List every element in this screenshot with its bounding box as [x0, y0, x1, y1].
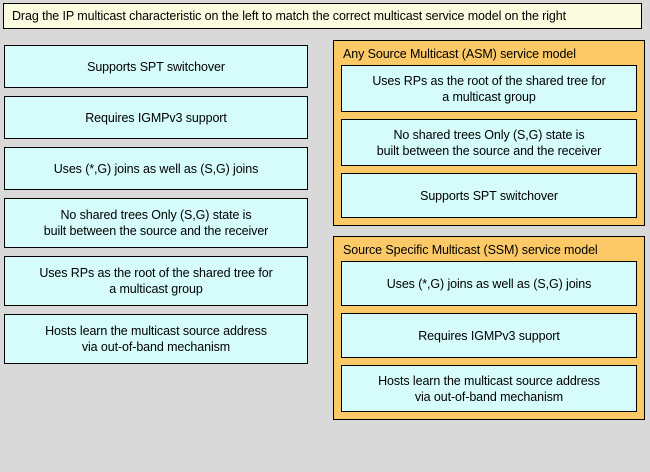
- item-line-1: No shared trees Only (S,G) state is: [60, 208, 252, 222]
- item-line-2: a multicast group: [109, 282, 203, 296]
- draggable-item[interactable]: Uses (*,G) joins as well as (S,G) joins: [4, 147, 308, 190]
- category-title: Any Source Multicast (ASM) service model: [343, 47, 576, 61]
- item-line-1: Requires IGMPv3 support: [85, 110, 227, 125]
- dropped-item[interactable]: Uses (*,G) joins as well as (S,G) joins: [341, 261, 637, 306]
- item-line-1: Hosts learn the multicast source address: [45, 324, 267, 338]
- draggable-item-text: Hosts learn the multicast source address…: [45, 323, 267, 355]
- draggable-item-text: No shared trees Only (S,G) state is buil…: [44, 207, 269, 239]
- dropped-item-text: Uses RPs as the root of the shared tree …: [372, 73, 605, 105]
- dropped-item[interactable]: No shared trees Only (S,G) state is buil…: [341, 119, 637, 166]
- instruction-banner: Drag the IP multicast characteristic on …: [3, 3, 642, 29]
- item-line-1: No shared trees Only (S,G) state is: [393, 127, 585, 142]
- item-line-1: Hosts learn the multicast source address: [378, 373, 600, 388]
- item-line-2: via out-of-band mechanism: [414, 389, 564, 404]
- dropped-item[interactable]: Hosts learn the multicast source address…: [341, 365, 637, 412]
- draggable-item[interactable]: No shared trees Only (S,G) state is buil…: [4, 198, 308, 248]
- item-line-2: via out-of-band mechanism: [81, 340, 231, 354]
- dropped-item[interactable]: Supports SPT switchover: [341, 173, 637, 218]
- draggable-item[interactable]: Supports SPT switchover: [4, 45, 308, 88]
- draggable-item-text: Uses (*,G) joins as well as (S,G) joins: [54, 161, 259, 177]
- item-line-1: Uses RPs as the root of the shared tree …: [39, 266, 273, 280]
- item-line-2: built between the source and the receive…: [376, 143, 602, 158]
- category-panels-column: Any Source Multicast (ASM) service model…: [333, 40, 645, 430]
- draggable-item[interactable]: Uses RPs as the root of the shared tree …: [4, 256, 308, 306]
- dropped-item-text: Uses (*,G) joins as well as (S,G) joins: [387, 276, 592, 292]
- draggable-item-text: Supports SPT switchover: [87, 59, 225, 75]
- category-panel-asm[interactable]: Any Source Multicast (ASM) service model…: [333, 40, 645, 226]
- dropped-item-text: Hosts learn the multicast source address…: [378, 373, 600, 405]
- dropped-item-text: Requires IGMPv3 support: [418, 328, 560, 344]
- category-panel-ssm[interactable]: Source Specific Multicast (SSM) service …: [333, 236, 645, 420]
- item-line-2: a multicast group: [442, 89, 536, 104]
- draggable-item-text: Uses RPs as the root of the shared tree …: [39, 265, 272, 297]
- dropped-item-text: No shared trees Only (S,G) state is buil…: [377, 127, 602, 159]
- draggable-item-text: Requires IGMPv3 support: [85, 110, 227, 126]
- item-line-1: Uses (*,G) joins as well as (S,G) joins: [53, 161, 259, 176]
- draggable-item[interactable]: Requires IGMPv3 support: [4, 96, 308, 139]
- dropped-item[interactable]: Uses RPs as the root of the shared tree …: [341, 65, 637, 112]
- source-items-column: Supports SPT switchover Requires IGMPv3 …: [4, 45, 308, 372]
- dropped-item-text: Supports SPT switchover: [420, 188, 558, 204]
- item-line-1: Uses RPs as the root of the shared tree …: [372, 73, 606, 88]
- instruction-text: Drag the IP multicast characteristic on …: [12, 9, 566, 23]
- item-line-1: Supports SPT switchover: [87, 59, 225, 74]
- item-line-2: built between the source and the receive…: [43, 224, 269, 238]
- draggable-item[interactable]: Hosts learn the multicast source address…: [4, 314, 308, 364]
- item-line-1: Supports SPT switchover: [420, 188, 558, 203]
- category-title: Source Specific Multicast (SSM) service …: [343, 243, 598, 257]
- item-line-1: Uses (*,G) joins as well as (S,G) joins: [386, 276, 592, 291]
- item-line-1: Requires IGMPv3 support: [418, 328, 560, 343]
- dropped-item[interactable]: Requires IGMPv3 support: [341, 313, 637, 358]
